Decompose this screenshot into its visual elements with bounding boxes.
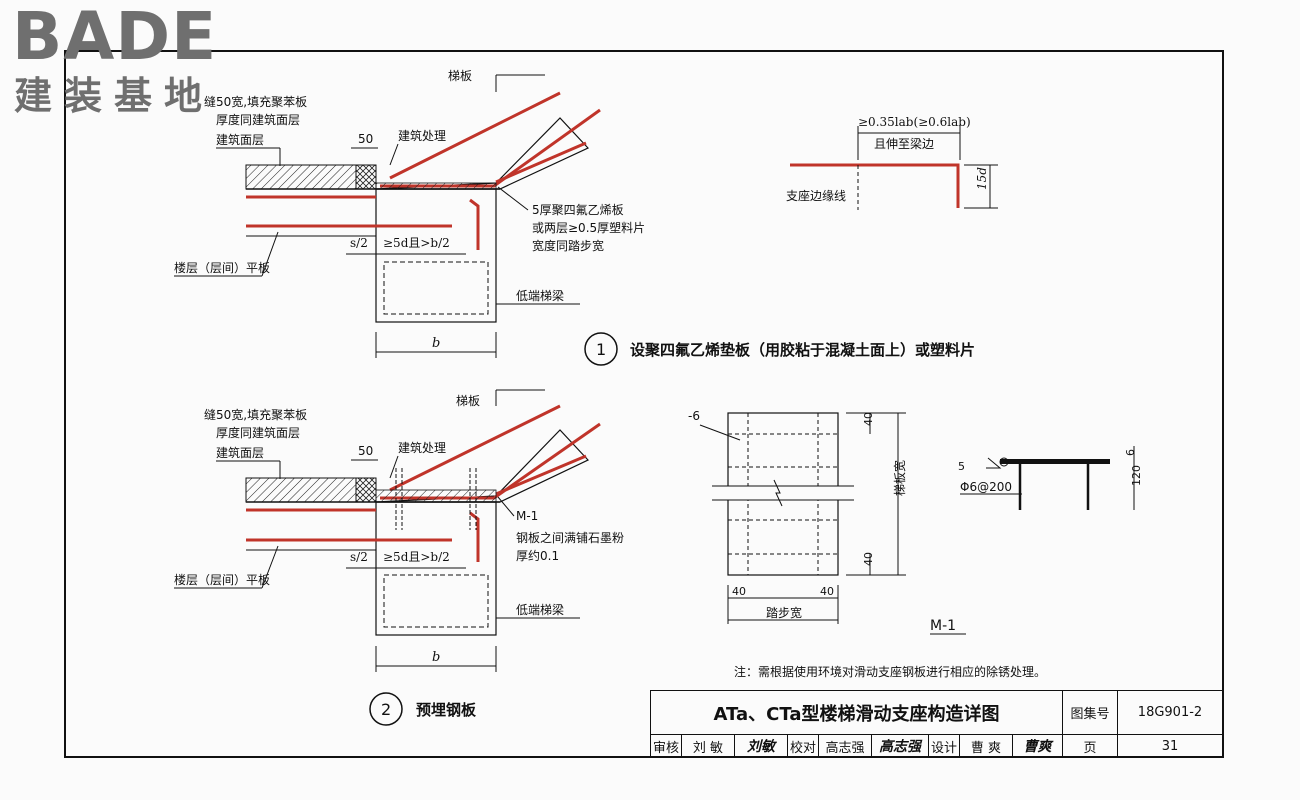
detail-2-number: 2 bbox=[381, 700, 391, 719]
dim-120: 120 bbox=[1130, 465, 1143, 486]
detail-1-caption: 设聚四氟乙烯垫板（用胶粘于混凝土面上）或塑料片 bbox=[630, 341, 975, 359]
dim-50-1: 50 bbox=[358, 132, 373, 146]
reviewer-name: 刘 敏 bbox=[681, 734, 735, 758]
polystyrene-gap-2 bbox=[355, 477, 377, 503]
anchor-detail: ≥0.35lab(≥0.6lab) 且伸至梁边 15d 支座边缘线 bbox=[786, 115, 998, 210]
reviewer-signature: 刘敏 bbox=[734, 734, 788, 758]
polystyrene-gap-1 bbox=[355, 164, 377, 190]
dim-b-2: b bbox=[432, 650, 440, 665]
dim-s2-1: s/2 bbox=[350, 236, 368, 250]
dim-15d: 15d bbox=[975, 167, 989, 190]
dim-40-bottom: 40 bbox=[862, 552, 875, 566]
label-gap2-2: 厚度同建筑面层 bbox=[216, 425, 300, 440]
designer-signature: 曹爽 bbox=[1012, 734, 1063, 758]
drawing-frame bbox=[64, 50, 1224, 758]
label-gap2-1: 厚度同建筑面层 bbox=[216, 112, 300, 127]
dim-40-right: 40 bbox=[820, 585, 834, 598]
label-slab-1: 楼层（层间）平板 bbox=[174, 260, 270, 275]
label-ptfe3-1: 宽度同踏步宽 bbox=[532, 238, 604, 253]
dim-50-2: 50 bbox=[358, 444, 373, 458]
detail-2-circle bbox=[369, 692, 403, 726]
label-support-edge: 支座边缘线 bbox=[786, 188, 846, 203]
atlas-number: 18G901-2 bbox=[1117, 690, 1223, 735]
checker-name: 高志强 bbox=[818, 734, 872, 758]
logo: BADE 建装基地 bbox=[10, 4, 260, 122]
anchor-bar bbox=[790, 163, 960, 208]
m1-section-plate bbox=[1000, 459, 1110, 464]
design-label: 设计 bbox=[928, 734, 960, 758]
detail-1-number: 1 bbox=[596, 340, 606, 359]
label-stair-1: 梯板 bbox=[448, 69, 472, 83]
dim-b-1: b bbox=[432, 336, 440, 351]
label-gap-1: 缝50宽,填充聚苯板 bbox=[204, 94, 307, 109]
title-block: ATa、CTa型楼梯滑动支座构造详图 图集号 18G901-2 审核 刘 敏 刘… bbox=[650, 690, 1223, 758]
label-slab-2: 楼层（层间）平板 bbox=[174, 572, 270, 587]
detail-1: 50 s/2 ≥5d且>b/2 b 梯板 缝50宽,填充聚苯板 厚度同建筑面层 … bbox=[174, 69, 975, 366]
dim-anchor-length: ≥0.35lab(≥0.6lab) bbox=[858, 115, 971, 129]
atlas-label: 图集号 bbox=[1062, 690, 1118, 735]
label-m1-2: M-1 bbox=[516, 509, 538, 523]
finish-layer-2 bbox=[245, 477, 357, 503]
label-finish-2: 建筑面层 bbox=[216, 445, 264, 460]
m1-detail: -6 40 40 梯板宽 40 40 踏步宽 M-1 5 Φ6@200 6 12… bbox=[688, 409, 1143, 635]
page-label: 页 bbox=[1062, 734, 1118, 758]
dim-anchor-extend: 且伸至梁边 bbox=[874, 136, 934, 151]
dim-5d-1: ≥5d且>b/2 bbox=[383, 236, 450, 250]
detail-1-circle bbox=[584, 332, 618, 366]
label-graphite2-2: 厚约0.1 bbox=[516, 548, 559, 563]
dim-6: 6 bbox=[1124, 449, 1137, 456]
detail-2: 50 s/2 ≥5d且>b/2 b 梯板 缝50宽,填充聚苯板 厚度同建筑面层 … bbox=[174, 389, 624, 726]
label-ptfe2-1: 或两层≥0.5厚塑料片 bbox=[532, 220, 645, 235]
review-label: 审核 bbox=[650, 734, 682, 758]
finish-layer-1 bbox=[245, 164, 357, 190]
label-tread-width: 踏步宽 bbox=[766, 605, 802, 620]
label-arch-2: 建筑处理 bbox=[398, 440, 446, 455]
label-stair-2: 梯板 bbox=[456, 394, 480, 408]
label-gap-2: 缝50宽,填充聚苯板 bbox=[204, 407, 307, 422]
dim-40-left: 40 bbox=[732, 585, 746, 598]
label-finish-1: 建筑面层 bbox=[216, 132, 264, 147]
drawing-title: ATa、CTa型楼梯滑动支座构造详图 bbox=[650, 690, 1063, 735]
detail-2-caption: 预埋钢板 bbox=[416, 701, 477, 719]
logo-brand: BADE bbox=[12, 0, 218, 75]
steel-plates bbox=[375, 489, 497, 503]
label-arch-1: 建筑处理 bbox=[398, 128, 446, 143]
note-text: 注：需根据使用环境对滑动支座钢板进行相应的除锈处理。 bbox=[734, 664, 1046, 679]
dim-s2-2: s/2 bbox=[350, 550, 368, 564]
designer-name: 曹 爽 bbox=[959, 734, 1013, 758]
checker-signature: 高志强 bbox=[871, 734, 929, 758]
label-beam-2: 低端梯梁 bbox=[516, 602, 564, 617]
label-minus6: -6 bbox=[688, 409, 700, 423]
m1-title: M-1 bbox=[930, 618, 956, 634]
dim-5d-2: ≥5d且>b/2 bbox=[383, 550, 450, 564]
label-anchor-bar: Φ6@200 bbox=[960, 480, 1012, 494]
label-ptfe-1: 5厚聚四氟乙烯板 bbox=[532, 203, 624, 217]
label-plate-width: 梯板宽 bbox=[892, 460, 907, 496]
check-label: 校对 bbox=[787, 734, 819, 758]
label-weld-5: 5 bbox=[958, 460, 965, 473]
page-number: 31 bbox=[1117, 734, 1223, 758]
dim-40-top: 40 bbox=[862, 412, 875, 426]
logo-subtitle: 建装基地 bbox=[14, 74, 215, 118]
label-graphite-2: 钢板之间满铺石墨粉 bbox=[516, 531, 624, 545]
label-beam-1: 低端梯梁 bbox=[516, 288, 564, 303]
